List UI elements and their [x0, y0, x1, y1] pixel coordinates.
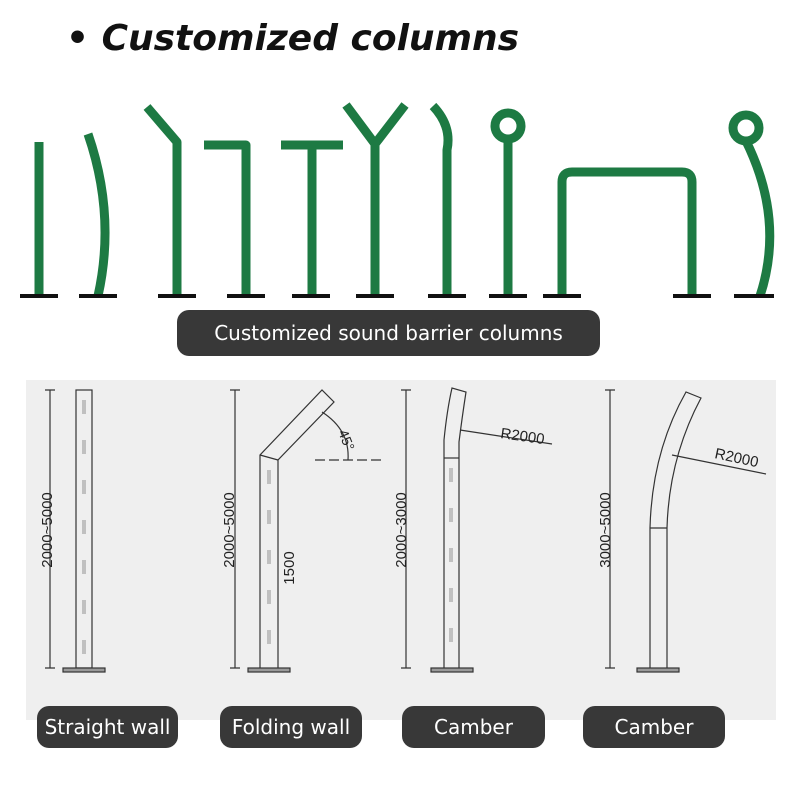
height-label: 2000~3000 — [393, 492, 410, 568]
base-plate — [158, 294, 196, 298]
fold-joint — [259, 454, 279, 461]
base-plate — [428, 294, 466, 298]
caption-camber-tall: Camber — [583, 706, 725, 748]
heading-bullet: • — [66, 18, 90, 59]
green-column-shapes — [20, 102, 775, 298]
drawings-panel — [26, 380, 776, 720]
column-outline — [649, 391, 702, 668]
angle-arc — [321, 411, 349, 461]
radius-leader — [671, 454, 767, 475]
column-y — [342, 102, 409, 296]
base-plate — [62, 667, 106, 673]
base-plate — [20, 294, 58, 298]
base-plate — [356, 294, 394, 298]
inner-height-label: 1500 — [281, 551, 298, 584]
column-ring-curve — [741, 139, 775, 298]
drawing-camber-tall — [605, 389, 767, 673]
height-label: 2000~5000 — [221, 492, 238, 568]
page-heading: • Customized columns — [66, 18, 519, 59]
base-plate — [292, 294, 330, 298]
column-folded — [143, 104, 182, 296]
base-plate — [430, 667, 474, 673]
base-plate — [673, 294, 711, 298]
drawing-camber-short — [401, 387, 553, 673]
column-outline — [259, 389, 335, 668]
drawing-straight-wall — [45, 389, 106, 673]
height-label: 2000~5000 — [39, 492, 56, 568]
dimension-line — [230, 389, 240, 669]
column-portal — [557, 167, 697, 296]
column-outline — [443, 387, 467, 668]
drawing-folding-wall — [230, 389, 385, 673]
base-plate — [79, 294, 117, 298]
banner-label: Customized sound barrier columns — [177, 310, 600, 356]
radius-label: R2000 — [499, 425, 545, 448]
column-ring-curve-top — [728, 110, 764, 146]
caption-straight-wall: Straight wall — [37, 706, 178, 748]
technical-drawings: 2000~5000 2000~5000 1500 45° 2000~3000 R… — [39, 387, 767, 673]
caption-folding-wall: Folding wall — [220, 706, 362, 748]
radius-leader — [459, 429, 553, 445]
height-label: 3000~5000 — [597, 492, 614, 568]
column-curved — [83, 132, 110, 297]
column-ring-top — [490, 108, 526, 144]
column-gamma — [204, 140, 251, 296]
column-tee — [281, 140, 343, 296]
dimension-line — [45, 389, 55, 669]
base-plate — [734, 294, 774, 298]
angle-label: 45° — [335, 427, 358, 453]
caption-camber-short: Camber — [402, 706, 545, 748]
dimension-line — [605, 389, 615, 669]
base-plate — [247, 667, 291, 673]
heading-text: Customized columns — [101, 18, 520, 59]
base-plate — [636, 667, 680, 673]
dimension-line — [401, 389, 411, 669]
column-bent-top — [429, 102, 453, 296]
radius-label: R2000 — [713, 445, 760, 471]
base-plate — [543, 294, 581, 298]
base-plate — [227, 294, 265, 298]
base-plate — [489, 294, 527, 298]
